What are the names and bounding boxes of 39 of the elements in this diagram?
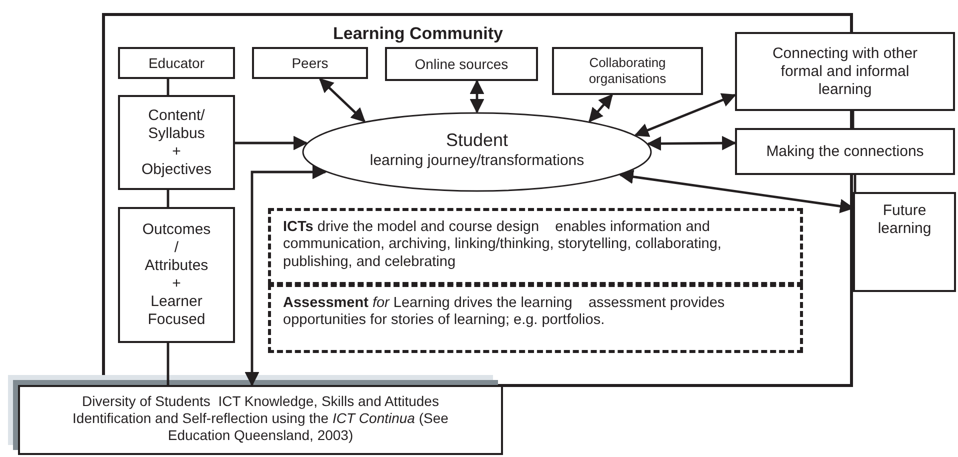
arrow [235,136,308,150]
node-text: Connecting with other formal and informal learning [771,44,919,98]
arrow [244,164,327,386]
node-text: Educator [148,54,205,72]
node-text: Diversity of Students ICT Knowledge, Skills and Attitudes Identification and Self-reflection using the ICT Continua (See Education Queensland, 2003) [72,393,450,444]
text-box [252,47,368,79]
node-text: Future learning [876,202,932,238]
text-box [853,192,956,292]
text-box [735,128,955,175]
arrow [470,80,484,114]
arrow [318,78,366,122]
text-box [118,47,235,79]
arrow [646,136,736,151]
node-text: Content/ Syllabus + Objectives [141,106,212,178]
node-text: Collaborating organisations [588,55,668,87]
arrow [634,93,736,137]
node-subtitle: learning journey/transformations [370,152,584,170]
dashed-box [268,284,803,353]
node-title: Student [446,130,508,152]
connector-line [854,175,856,192]
ellipse-node [302,112,652,192]
dashed-box [268,208,803,285]
node-text: Peers [292,54,328,72]
node-text: ICTs drive the model and course design enables information and communication, archiving, linking/thinking, storytelling, collaborating, publishing, and celebrating [283,219,722,272]
node-text: Outcomes / Attributes + Learner Focused [142,221,211,329]
text-box [735,32,955,111]
group-title: Learning Community [333,24,504,44]
node-text: Making the connections [766,142,924,160]
connector-line [166,190,170,207]
node-text: Online sources [414,56,508,72]
text-box [118,207,235,343]
connector-line [852,111,854,128]
arrow [588,94,613,122]
text-box [552,47,703,95]
text-box [385,47,538,81]
connector-line [166,79,170,95]
node-text: Assessment for Learning drives the learning assessment provides opportunities for stories of learning; e.g. portfolios. [283,295,726,330]
connector-line [166,343,170,385]
text-box [118,95,235,190]
